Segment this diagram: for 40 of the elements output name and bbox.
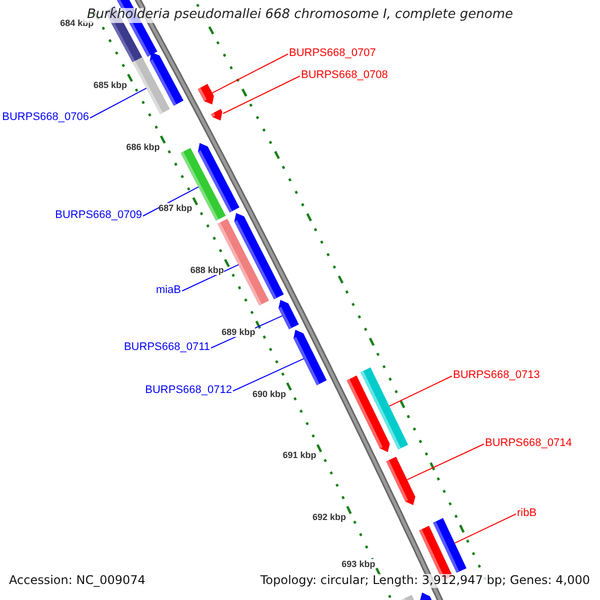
scale-label: 685 kbp (93, 80, 127, 90)
gene-label: BURPS668_0707 (289, 47, 376, 60)
gene-label: BURPS668_0713 (453, 369, 540, 382)
gene-block (198, 143, 240, 212)
gene-label: BURPS668_0711 (124, 341, 210, 354)
scale-label: 690 kbp (252, 388, 286, 399)
gene-label: BURPS668_0708 (301, 69, 388, 82)
scale-label: 689 kbp (222, 326, 256, 338)
leader-line (182, 264, 239, 292)
accession-text: Accession: NC_009074 (9, 574, 146, 588)
leader-line (406, 444, 484, 480)
scale-label: 686 kbp (126, 142, 160, 152)
genome-summary: Topology: circular; Length: 3,912,947 bp; Genes: 4,000 (260, 574, 590, 588)
gene-block (402, 594, 415, 600)
gene-label: miaB (156, 284, 181, 297)
scale-label: 692 kbp (312, 512, 346, 522)
gene-block (420, 592, 432, 600)
gene-block (211, 109, 222, 120)
gene-label: BURPS668_0706 (2, 111, 89, 124)
leader-line (222, 76, 300, 114)
gene-label: BURPS668_0709 (55, 209, 142, 222)
leader-line (232, 358, 304, 392)
gene-label: ribB (517, 507, 537, 520)
gene-block (132, 57, 170, 114)
leader-line (90, 88, 147, 118)
gene-label: BURPS668_0714 (485, 437, 572, 450)
gene-block (386, 456, 416, 506)
leader-line (142, 186, 199, 216)
gene-block (278, 300, 299, 330)
leader-line (388, 376, 452, 407)
gene-block (198, 84, 214, 104)
scale-label: 693 kbp (342, 559, 376, 570)
scale-label: 687 kbp (158, 203, 192, 214)
leader-line (212, 54, 288, 94)
gene-label: BURPS668_0712 (145, 384, 232, 397)
gene-block (294, 330, 327, 386)
scale-label: 691 kbp (282, 450, 316, 461)
gene-block (346, 376, 390, 452)
scale-label: 688 kbp (190, 265, 224, 276)
leader-line (454, 514, 516, 544)
